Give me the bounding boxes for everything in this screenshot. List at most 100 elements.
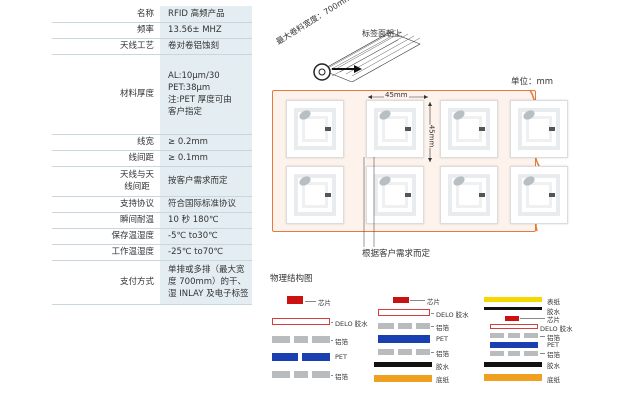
layer-label: 底纸	[547, 376, 560, 384]
chip-mark	[405, 193, 411, 197]
spec-key: 线宽	[52, 134, 161, 151]
layer-bar	[484, 307, 542, 310]
spec-key-text: 线宽	[137, 137, 155, 147]
unit-label: 单位：mm	[511, 77, 554, 87]
layer-bar	[490, 351, 504, 356]
layer-label: 芯片	[427, 298, 440, 306]
spec-row: 工作温湿度-25℃ to70℃	[52, 244, 252, 261]
spacing-note: 根据客户需求而定	[362, 249, 431, 259]
label-leader	[331, 322, 333, 323]
layer-bar	[378, 349, 394, 355]
spec-row: 天线工艺卷对卷铝蚀刻	[52, 38, 252, 55]
spec-value: 13.56± MHZ	[160, 22, 252, 39]
face-up-label: 标签面朝上	[362, 29, 402, 38]
spec-key-text: 支持协议	[120, 199, 155, 209]
spec-key: 支持协议	[52, 196, 161, 213]
layer-bar	[484, 362, 542, 367]
label-leader	[331, 340, 333, 341]
spec-value: 按客户需求而定	[160, 166, 252, 197]
layer-label: DELO 胶水	[335, 320, 368, 328]
layer-bar	[294, 371, 308, 378]
layer-label: 铝箔	[436, 350, 449, 358]
layer-bar	[416, 323, 430, 329]
rfid-tag	[440, 166, 498, 224]
layer-bar	[490, 333, 504, 338]
feed-arrow-icon	[332, 65, 362, 73]
spec-key: 材料厚度	[52, 54, 161, 135]
label-leader	[520, 318, 545, 319]
layer-label: PET	[335, 353, 347, 361]
label-leader	[540, 353, 545, 354]
layer-bar	[508, 333, 520, 338]
rfid-tag	[510, 166, 568, 224]
layer-bar	[524, 333, 538, 338]
layer-bar	[272, 336, 290, 343]
spec-key-text: 频率	[137, 25, 155, 35]
layer-label: 铝箔	[335, 338, 348, 346]
spec-key-text: 天线与天 线间距	[120, 170, 155, 192]
spec-value: 卷对卷铝蚀刻	[160, 38, 252, 55]
rfid-tag	[510, 100, 568, 158]
label-leader	[331, 375, 333, 376]
layer-label: PET	[547, 341, 559, 349]
spec-row: 支持协议符合国际标准协议	[52, 196, 252, 213]
layer-bar	[378, 335, 430, 343]
layer-bar	[484, 374, 542, 381]
tag-layout-diagram: 最大卷料宽度：700mm 标签面朝上 单位：mm 45mm 45mm 根据客户需…	[262, 0, 640, 265]
label-leader	[431, 326, 434, 327]
layer-label: 底纸	[436, 376, 449, 384]
rfid-tag	[440, 100, 498, 158]
layer-label: 芯片	[547, 316, 560, 324]
layer-bar	[393, 297, 409, 303]
layer-bar	[272, 353, 298, 361]
layer-label: 胶水	[436, 363, 449, 371]
layer-label: DELO 胶水	[540, 325, 573, 333]
layer-label: DELO 胶水	[436, 311, 469, 319]
spec-key: 支付方式	[52, 260, 161, 305]
spec-key: 天线与天 线间距	[52, 166, 161, 197]
layer-label: 表纸	[547, 298, 560, 306]
layer-bar	[505, 316, 519, 321]
chip-mark	[325, 193, 331, 197]
spec-key-text: 名称	[137, 8, 155, 19]
label-leader	[410, 300, 425, 301]
spec-row: 线宽 ≥ 0.2mm	[52, 134, 252, 151]
spec-value: -5℃ to30℃	[160, 228, 252, 245]
layer-bar	[312, 371, 330, 378]
roll-illustration	[313, 29, 421, 82]
layer-bar	[302, 353, 330, 361]
chip-mark	[325, 127, 331, 131]
layer-bar	[416, 349, 430, 355]
rfid-tag	[286, 100, 344, 158]
layer-bar	[490, 342, 538, 348]
layer-bar	[398, 323, 412, 329]
layer-bar	[272, 371, 290, 378]
spec-value: ≥ 0.1mm	[160, 150, 252, 167]
chip-mark	[549, 193, 555, 197]
chip-mark	[479, 193, 485, 197]
layer-bar	[378, 309, 430, 316]
layer-label: 铝箔	[436, 324, 449, 332]
label-leader	[431, 313, 434, 314]
spec-key: 瞬间耐温	[52, 212, 161, 229]
chip-mark	[479, 127, 485, 131]
spec-row: 保存温湿度-5℃ to30℃	[52, 228, 252, 245]
spec-row: 支付方式单排或多排（最大宽 度 700mm）的干、 湿 INLAY 及电子标签	[52, 260, 252, 305]
layer-label: 胶水	[547, 362, 560, 370]
spec-value: ≥ 0.2mm	[160, 134, 252, 151]
pitch-v-label: 45mm	[427, 124, 436, 148]
layer-bar	[312, 336, 330, 343]
spec-key-text: 线间距	[128, 153, 155, 163]
spec-row: 天线与天 线间距按客户需求而定	[52, 166, 252, 197]
spec-row: 频率 13.56± MHZ	[52, 22, 252, 39]
layer-bar	[378, 323, 394, 329]
spec-key: 频率	[52, 22, 161, 39]
layer-label: PET	[436, 335, 448, 343]
layer-bar	[524, 351, 538, 356]
rfid-tag	[366, 100, 424, 158]
spec-key: 天线工艺	[52, 38, 161, 55]
